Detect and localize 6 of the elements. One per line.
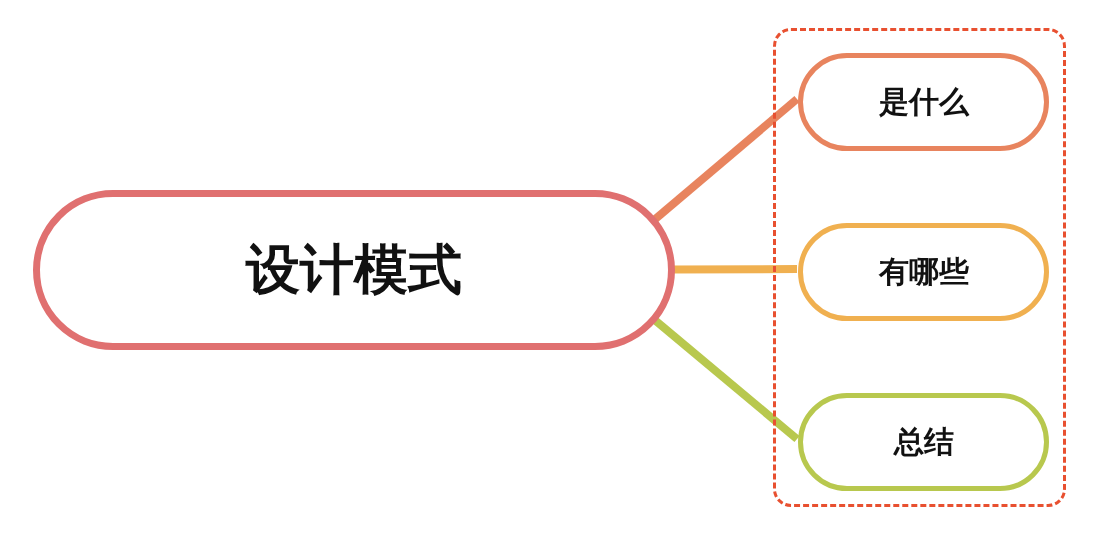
node-label: 有哪些 bbox=[878, 252, 969, 291]
node-label: 是什么 bbox=[878, 82, 969, 121]
node-label: 设计模式 bbox=[246, 236, 462, 303]
group-frame bbox=[773, 28, 1066, 507]
node-label: 总结 bbox=[893, 422, 954, 461]
connector-line bbox=[651, 316, 800, 443]
